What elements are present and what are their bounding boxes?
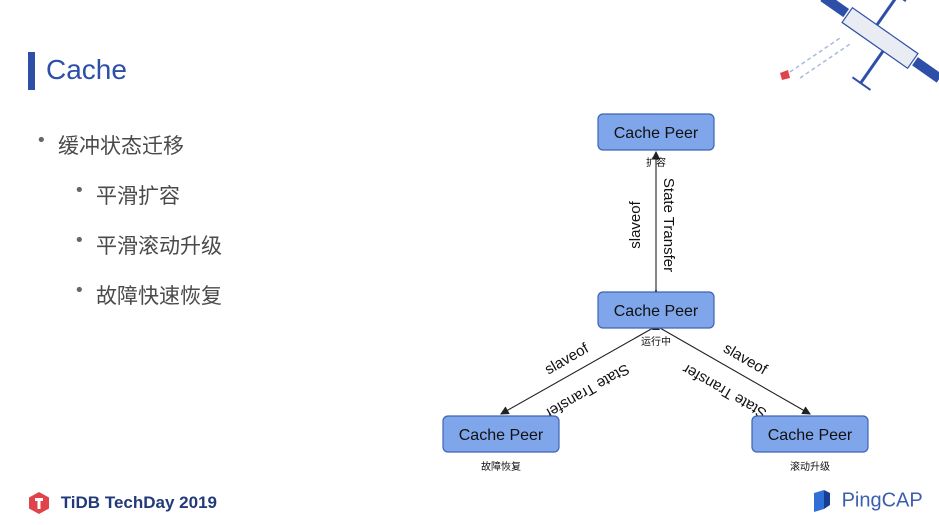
node-bottom-left: Cache Peer: [442, 415, 560, 453]
footer-event-text: TechDay 2019: [104, 493, 217, 512]
bullet-level2: • 平滑扩容: [74, 180, 180, 210]
node-label: Cache Peer: [459, 427, 544, 444]
node-bottom-right-caption: 滚动升级: [790, 460, 830, 473]
bullet-level2: • 故障快速恢复: [74, 280, 222, 310]
edge-right: [659, 327, 811, 415]
node-label: Cache Peer: [614, 303, 699, 320]
footer-event-branding: TiDB TechDay 2019: [28, 491, 217, 515]
node-top: Cache Peer: [597, 113, 715, 151]
edge-top-transfer-label: State Transfer: [660, 178, 677, 272]
bullet-level1: • 缓冲状态迁移: [36, 130, 184, 160]
bullet-dot-icon: •: [74, 280, 85, 301]
node-label: Cache Peer: [614, 125, 699, 142]
footer-company-branding: PingCAP: [812, 489, 923, 513]
node-bottom-right: Cache Peer: [751, 415, 869, 453]
node-top-caption: 扩容: [646, 156, 666, 169]
edge-top-slaveof-label: slaveof: [627, 200, 644, 248]
bullet-text: 故障快速恢复: [96, 284, 222, 308]
bullet-text: 平滑扩容: [96, 184, 180, 208]
bullet-dot-icon: •: [74, 180, 85, 201]
pingcap-logo-icon: [814, 490, 830, 512]
node-bottom-left-caption: 故障恢复: [481, 460, 521, 473]
satellite-icon: [780, 0, 939, 91]
edge-right-slaveof-label: slaveof: [720, 340, 770, 379]
footer-company-text: PingCAP: [841, 489, 923, 512]
node-label: Cache Peer: [768, 427, 853, 444]
bullet-level2: • 平滑滚动升级: [74, 230, 222, 260]
node-middle-caption: 运行中: [641, 335, 671, 348]
node-middle: Cache Peer: [597, 291, 715, 329]
tidb-logo-icon: [29, 492, 49, 514]
bullet-dot-icon: •: [74, 230, 85, 251]
edge-left: [500, 327, 654, 415]
slide-title: Cache: [46, 54, 127, 85]
bullet-text: 缓冲状态迁移: [58, 134, 184, 158]
edge-left-slaveof-label: slaveof: [542, 339, 592, 378]
bullet-dot-icon: •: [36, 130, 47, 151]
title-accent-bar: [28, 52, 35, 90]
footer-brand-text: TiDB: [60, 493, 101, 512]
bullet-text: 平滑滚动升级: [96, 234, 222, 258]
